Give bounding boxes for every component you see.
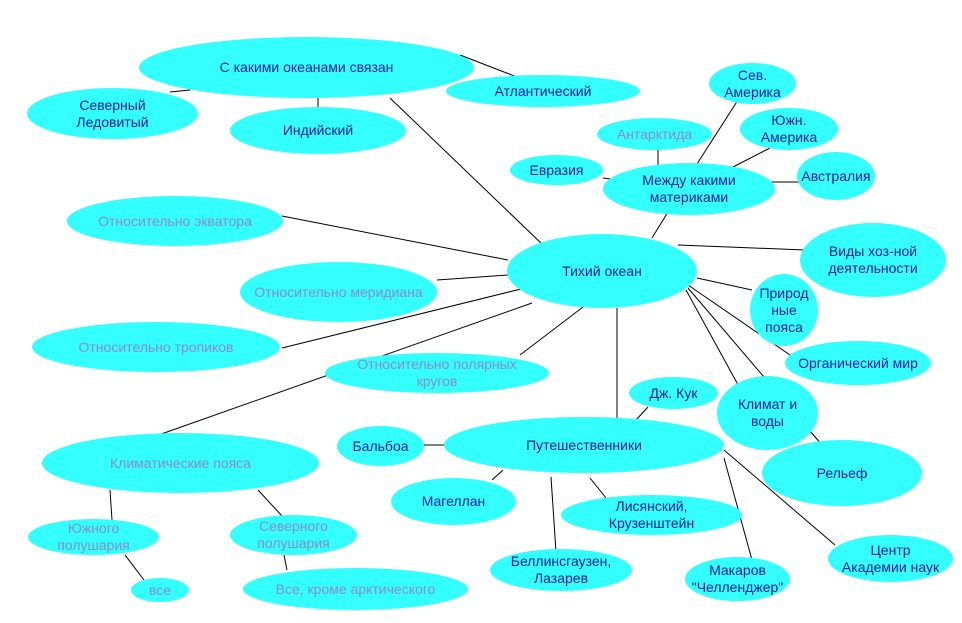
node-south-america: Южн. Америка [740, 108, 838, 150]
node-relative-equator: Относительно экватора [67, 196, 283, 246]
node-southern-hemisphere: Южного полушария [28, 519, 159, 555]
node-north-america: Сев. Америка [709, 63, 796, 104]
node-label: Антарктида [616, 125, 693, 142]
node-label: Южн. Америка [760, 112, 818, 145]
node-balboa: Бальбоа [337, 426, 424, 466]
node-antarctica: Антарктида [597, 118, 712, 150]
node-label: Макаров "Челленджер" [691, 562, 784, 595]
node-travelers: Путешественники [444, 417, 724, 473]
node-oceans-question: С какими океанами связан [139, 37, 474, 98]
node-label: Относительно экватора [98, 212, 252, 229]
node-label: Тихий океан [562, 262, 642, 279]
node-label: Органический мир [798, 354, 918, 371]
node-label: Южного полушария [57, 520, 130, 553]
node-label: Лисянский, Крузенштейн [608, 498, 695, 531]
node-label: Рельеф [816, 464, 868, 481]
node-relative-meridian: Относительно меридиана [240, 262, 437, 322]
node-label: Беллинсгаузен, Лазарев [510, 553, 612, 586]
node-pacific-ocean: Тихий океан [507, 234, 697, 308]
node-cook: Дж. Кук [629, 377, 718, 409]
node-continents-question: Между какими материками [603, 163, 775, 215]
node-label: Евразия [529, 161, 584, 178]
node-label: Относительно меридиана [254, 283, 423, 300]
node-label: Магеллан [421, 493, 486, 509]
node-economic-activity: Виды хоз-ной деятельности [800, 223, 946, 297]
node-organic-world: Органический мир [785, 341, 931, 385]
node-label: Бальбоа [352, 437, 409, 454]
node-label: Центр Академии наук [841, 541, 940, 575]
node-label: все [148, 581, 172, 598]
node-label: Между какими материками [642, 172, 736, 205]
node-label: Относительно полярных кругов [357, 356, 517, 389]
node-arctic-ocean: Северный Ледовитый [27, 88, 198, 139]
node-label: Северный Ледовитый [76, 96, 149, 130]
node-climate-waters: Климат и воды [717, 376, 818, 450]
node-relative-polar-circles: Относительно полярных кругов [325, 353, 549, 393]
node-label: Путешественники [526, 436, 642, 453]
node-all: все [131, 578, 189, 602]
node-label: С какими океанами связан [219, 59, 394, 75]
node-label: Атлантический [494, 82, 592, 99]
node-makarov-challenger: Макаров "Челленджер" [685, 557, 790, 601]
node-label: Сев. Америка [724, 66, 781, 100]
node-label: Климат и воды [737, 396, 798, 429]
node-label: Австралия [801, 167, 871, 184]
node-label: Климатические пояса [110, 454, 251, 471]
node-atlantic-ocean: Атлантический [446, 75, 640, 107]
node-label: Природ ные пояса [759, 284, 809, 335]
node-bellingshausen-lazarev: Беллинсгаузен, Лазарев [490, 549, 632, 591]
node-australia: Австралия [797, 152, 875, 200]
node-label: Виды хоз-ной деятельности [828, 243, 918, 276]
node-label: Дж. Кук [649, 384, 698, 401]
node-label: Индийский [282, 122, 354, 138]
node-label: Относительно тропиков [78, 338, 234, 355]
node-climate-zones: Климатические пояса [42, 433, 319, 493]
node-label: Северного полушария [257, 518, 330, 551]
node-magellan: Магеллан [391, 478, 516, 525]
node-northern-hemisphere: Северного полушария [230, 515, 357, 555]
node-lisyansky-kruzenshtern: Лисянский, Крузенштейн [561, 495, 742, 535]
node-academy-center: Центр Академии наук [828, 535, 953, 582]
node-indian-ocean: Индийский [230, 107, 406, 154]
node-label: Все, кроме арктического [275, 580, 436, 597]
node-relative-tropics: Относительно тропиков [32, 322, 280, 372]
node-natural-zones: Природ ные пояса [750, 274, 818, 346]
node-relief: Рельеф [762, 440, 922, 506]
node-eurasia: Евразия [510, 155, 603, 185]
node-all-except-arctic: Все, кроме арктического [243, 568, 468, 610]
